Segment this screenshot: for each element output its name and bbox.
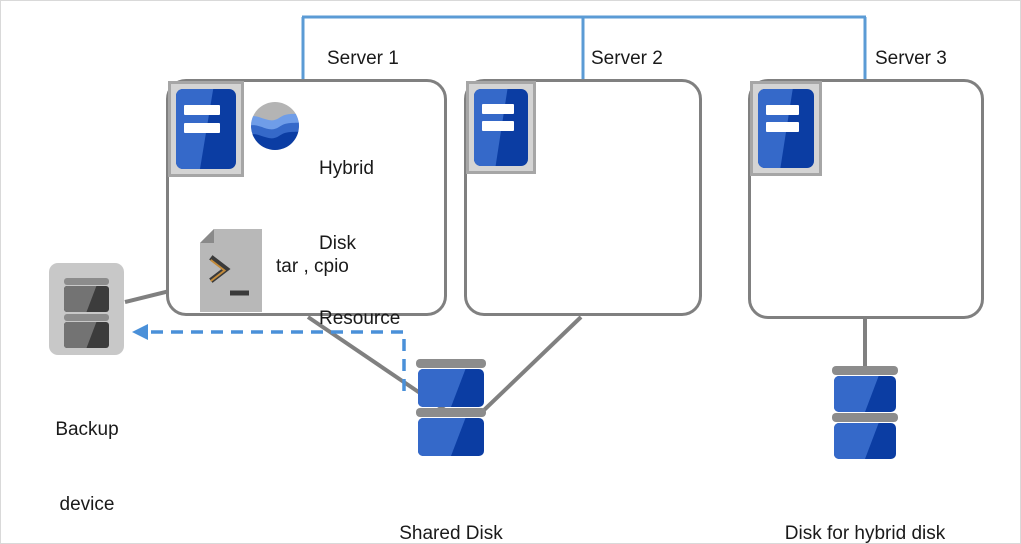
rack-bar-2 (765, 122, 800, 133)
server-1-label: Server 1 (327, 48, 399, 69)
backup-disk-plate-1 (64, 286, 109, 312)
hybrid-disk-icon (832, 366, 898, 459)
shared-disk-cap-1 (416, 359, 486, 368)
rack-server-icon (168, 81, 244, 177)
backup-disk-cap-2 (64, 314, 109, 321)
hybrid-disk-cap-2 (832, 413, 898, 422)
network-interconnect-line (301, 15, 867, 79)
shared-disk-plate-2 (418, 418, 484, 456)
hybrid-disk-resource-label: Hybrid Disk Resource (319, 106, 400, 381)
rack-server-body (474, 89, 528, 166)
backup-device-label-line-1: Backup (55, 419, 119, 440)
rack-server-body (758, 89, 814, 168)
hybrid-label-line-3: Resource (319, 308, 401, 329)
shared-disk-cap-2 (416, 408, 486, 417)
shared-disk-plate-1 (418, 369, 484, 407)
rack-server-icon (750, 81, 822, 176)
shared-disk-icon (416, 359, 486, 456)
rack-server-body (176, 89, 236, 169)
hybrid-label-line-1: Hybrid (319, 158, 374, 179)
hybrid-disk-label: Disk for hybrid disk resource (725, 471, 1005, 544)
hybrid-disk-cap-1 (832, 366, 898, 375)
hybrid-disk-plate-2 (834, 423, 896, 459)
backup-device-label-line-2: device (59, 494, 115, 515)
backup-disk-cap-1 (64, 278, 109, 285)
shared-disk-label-line-1: Shared Disk (399, 523, 503, 544)
shared-disk-label: Shared Disk for hybrid disk resource (301, 471, 601, 544)
hybrid-disk-plate-1 (834, 376, 896, 412)
hybrid-disk-resource-icon (251, 102, 299, 150)
backup-device-icon (49, 263, 124, 355)
backup-command-label: tar , cpio (276, 256, 349, 277)
rack-server-icon (466, 81, 536, 174)
rack-bar-1 (184, 105, 221, 116)
hybrid-disk-label-line-1: Disk for hybrid disk (784, 523, 946, 544)
server-3-label: Server 3 (875, 48, 947, 69)
rack-bar-2 (481, 121, 514, 132)
rack-bar-1 (481, 104, 514, 115)
backup-disk-plate-2 (64, 322, 109, 348)
backup-data-flow-arrow (132, 324, 406, 391)
rack-bar-2 (184, 122, 221, 133)
server-2-label: Server 2 (591, 48, 663, 69)
backup-device-label: Backup device (12, 367, 162, 543)
script-terminal-icon (200, 229, 262, 312)
hybrid-label-line-2: Disk (319, 233, 356, 254)
rack-bar-1 (765, 104, 800, 116)
